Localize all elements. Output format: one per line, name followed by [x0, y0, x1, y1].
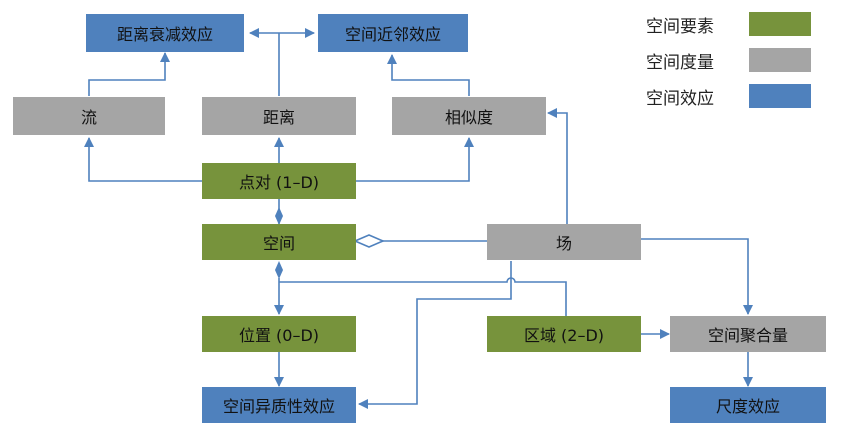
legend-label-effect: 空间效应 [646, 89, 714, 109]
legend-swatch-element [749, 12, 811, 36]
edge-flow-to-decay [88, 52, 170, 96]
legend-swatch-effect [749, 84, 811, 108]
node-distance: 距离 [202, 97, 356, 135]
node-region: 区域 (2–D) [487, 316, 641, 352]
legend-swatch-measure [749, 48, 811, 72]
legend-label-measure: 空间度量 [646, 53, 714, 73]
diamond-space-location [275, 261, 283, 279]
node-field: 场 [487, 224, 641, 260]
node-scale-effect: 尺度效应 [670, 387, 826, 423]
diamond-field-space [352, 234, 386, 248]
edge-field-to-similarity [547, 108, 568, 225]
edge-pointpair-to-similarity [355, 137, 474, 182]
node-flow: 流 [13, 97, 165, 135]
legend-label-element: 空间要素 [646, 17, 714, 37]
node-spatial-neighbor-effect: 空间近邻效应 [318, 14, 468, 52]
node-distance-decay-effect: 距离衰减效应 [86, 14, 244, 52]
edge-space-to-region [279, 277, 567, 316]
node-space: 空间 [202, 224, 356, 260]
edge-field-to-aggregation [641, 238, 753, 315]
diamond-space-pointpair [275, 207, 283, 225]
node-similarity: 相似度 [392, 97, 546, 135]
edge-field-to-heterogeneity [358, 261, 512, 409]
node-point-pair: 点对 (1–D) [202, 163, 356, 199]
edge-similarity-to-neighbor [387, 54, 470, 96]
edge-pointpair-to-flow [84, 137, 203, 182]
node-spatial-aggregation: 空间聚合量 [670, 316, 826, 352]
node-location: 位置 (0–D) [202, 316, 356, 352]
node-spatial-heterogeneity-effect: 空间异质性效应 [202, 387, 356, 423]
